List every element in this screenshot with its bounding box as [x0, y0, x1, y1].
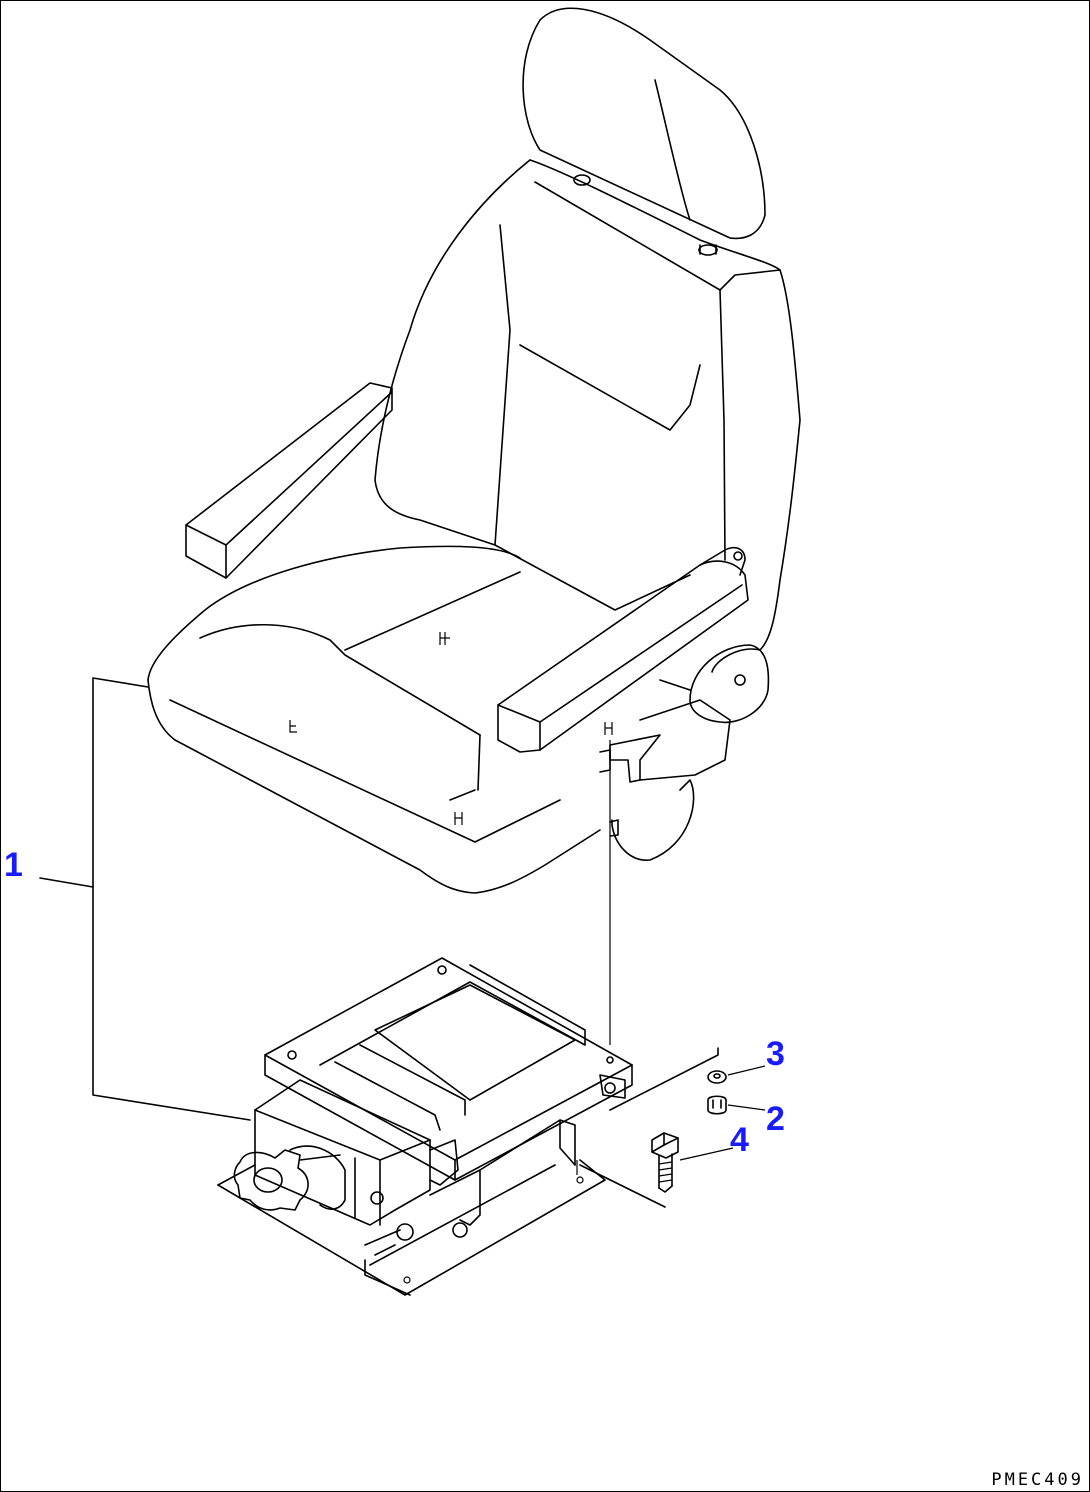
suspension-assembly: [217, 957, 719, 1296]
right-armrest: [497, 546, 749, 753]
washer-3: [707, 1065, 766, 1084]
mount-stud-markers: [599, 722, 619, 1045]
bolt-4: [651, 1132, 734, 1193]
callout-2: 2: [766, 1100, 785, 1138]
left-armrest: [185, 382, 393, 579]
recline-knob: [609, 644, 770, 861]
seat-cushion: [147, 545, 601, 894]
drawing-code: PMEC409: [991, 1470, 1084, 1490]
callout-4: 4: [730, 1121, 749, 1159]
backrest: [374, 159, 801, 651]
callout-3: 3: [766, 1035, 785, 1073]
callout-1: 1: [4, 846, 23, 884]
headrest: [522, 7, 766, 256]
callout-1-bracket: [39, 677, 251, 1121]
spring-washer-2: [707, 1095, 766, 1115]
